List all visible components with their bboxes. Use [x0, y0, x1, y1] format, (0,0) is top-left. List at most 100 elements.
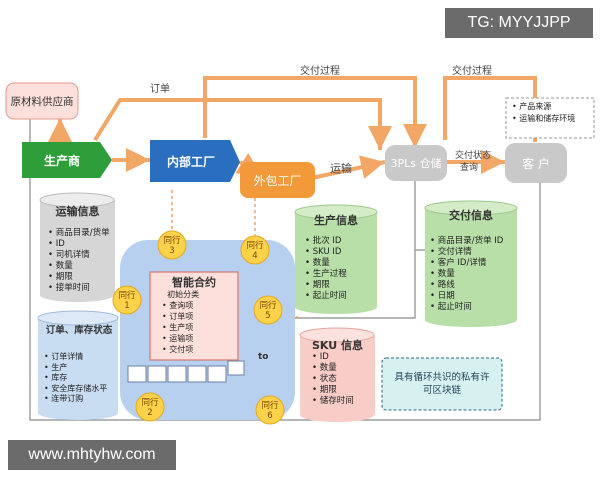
flow-label-delivery-right: 交付过程	[452, 66, 492, 77]
sku-info-title: SKU 信息	[311, 339, 363, 352]
peer-label: 同行	[259, 301, 277, 311]
customer-notes: • 产品来源 • 运输和储存环境	[512, 102, 576, 123]
production-info-item: SKU ID	[312, 247, 342, 257]
delivery-info-item: 客户 ID/详情	[437, 258, 487, 268]
production-info-item: 起止时间	[312, 291, 347, 301]
delivery-info-list: • 商品目录/货单 ID • 交付详情 • 客户 ID/详情 • 数量 • 路线…	[430, 236, 504, 312]
smart-contract-item: 运输项	[169, 334, 194, 343]
producer-shape	[22, 142, 112, 178]
blockchain-note-box	[381, 357, 503, 411]
transport-info-item: 接单时间	[55, 283, 90, 293]
order-inventory-item: 安全库存储水平	[51, 383, 108, 393]
cylinder-transport	[39, 192, 115, 302]
production-info-item: 期限	[312, 280, 330, 290]
smart-contract-item: 生产项	[169, 323, 194, 332]
warehouse-label: 3PLs 仓储	[390, 157, 442, 170]
block-cubes	[127, 360, 245, 383]
production-info-item: 数量	[312, 258, 330, 268]
internal-shape	[150, 140, 240, 182]
customer-note-item: 产品来源	[519, 102, 552, 111]
customer-notes-box	[505, 97, 595, 139]
order-inventory-item: 订单详情	[51, 352, 84, 361]
sku-info-item: 期限	[319, 385, 337, 395]
peer-num: 5	[265, 311, 271, 321]
delivery-info-item: 日期	[437, 291, 455, 301]
production-info-item: 生产过程	[312, 269, 347, 279]
order-inventory-item: 生产	[51, 362, 68, 372]
delivery-info-item: 路线	[437, 280, 455, 290]
delivery-info-item: 商品目录/货单 ID	[437, 236, 504, 246]
transport-info-item: 期限	[55, 272, 73, 282]
order-inventory-item: 连带订购	[51, 394, 84, 403]
peer-label: 同行	[246, 241, 264, 251]
peer-num: 6	[267, 411, 273, 421]
smart-contract-box	[149, 271, 239, 361]
production-info-list: • 批次 ID • SKU ID • 数量 • 生产过程 • 期限 • 起止时间	[305, 236, 347, 301]
flow-label-order: 订单	[150, 84, 170, 95]
customer-note-item: 运输和储存环境	[519, 114, 576, 123]
producer-label: 生产商	[43, 153, 80, 168]
flow-label-shipping: 运输	[330, 162, 352, 175]
cylinder-sku	[299, 327, 375, 422]
flow-label-query: 查询	[460, 163, 479, 173]
sku-info-item: 储存时间	[319, 396, 354, 406]
cylinder-delivery	[424, 200, 518, 327]
smart-contract-item: 查询项	[169, 301, 194, 310]
transport-info-list: • 商品目录/货单 • ID • 司机详情 • 数量 • 期限 • 接单时间	[48, 228, 110, 293]
blockchain-note: 具有循环共识的私有许可区块链	[394, 372, 490, 396]
peer-label: 同行	[163, 236, 181, 246]
transport-info-item: ID	[55, 239, 65, 249]
peer-label: 同行	[261, 401, 279, 411]
delivery-info-item: 交付详情	[437, 247, 472, 257]
watermark-bottom: www.mhtyhw.com	[8, 440, 176, 470]
peer-label: 同行	[118, 291, 136, 301]
sku-info-item: ID	[319, 352, 329, 362]
outsourced-box	[240, 162, 315, 198]
smart-contract-item: 订单项	[169, 312, 194, 321]
delivery-info-title: 交付信息	[449, 209, 493, 222]
internal-factory-label: 内部工厂	[166, 154, 215, 169]
peer-label: 同行	[141, 398, 159, 408]
sku-info-item: 状态	[319, 374, 337, 384]
outsourced-factory-label: 外包工厂	[253, 173, 302, 188]
peer-num: 3	[169, 246, 175, 256]
supplier-box	[5, 82, 79, 120]
to-label: to	[258, 352, 269, 362]
supplier-label: 原材料供应商	[10, 95, 74, 108]
sku-info-list: • ID • 数量 • 状态 • 期限 • 储存时间	[312, 352, 354, 406]
delivery-info-item: 数量	[437, 269, 455, 279]
cylinder-order-inventory	[37, 310, 119, 420]
delivery-info-item: 起止时间	[437, 302, 472, 312]
peer-num: 4	[252, 251, 258, 261]
production-info-item: 批次 ID	[312, 236, 342, 246]
customer-box	[505, 143, 567, 183]
customer-label: 客 户	[522, 156, 550, 171]
flow-label-delivery-top: 交付过程	[300, 66, 340, 77]
peer-num: 1	[124, 301, 130, 311]
transport-info-item: 商品目录/货单	[55, 228, 110, 238]
production-info-title: 生产信息	[314, 214, 358, 227]
peer-num: 2	[147, 408, 153, 418]
sku-info-item: 数量	[319, 363, 337, 373]
transport-info-item: 数量	[55, 261, 73, 271]
order-inventory-item: 库存	[51, 373, 68, 382]
flow-label-delivery-status: 交付状态	[455, 151, 492, 161]
warehouse-box	[385, 145, 447, 181]
transport-info-title: 运输信息	[55, 205, 100, 218]
peer-badges	[112, 230, 285, 425]
smart-contract-list: 初始分类 • 查询项 • 订单项 • 生产项 • 运输项 • 交付项	[162, 290, 200, 354]
smart-contract-item: 初始分类	[167, 290, 200, 299]
transport-info-item: 司机详情	[55, 250, 90, 260]
smart-contract-item: 交付项	[169, 345, 194, 354]
order-inventory-list: • 订单详情 • 生产 • 库存 • 安全库存储水平 • 连带订购	[44, 352, 108, 403]
cylinder-production	[294, 204, 378, 314]
watermark-top: TG: MYYJJPP	[445, 8, 593, 38]
smart-contract-title: 智能合约	[172, 276, 216, 289]
